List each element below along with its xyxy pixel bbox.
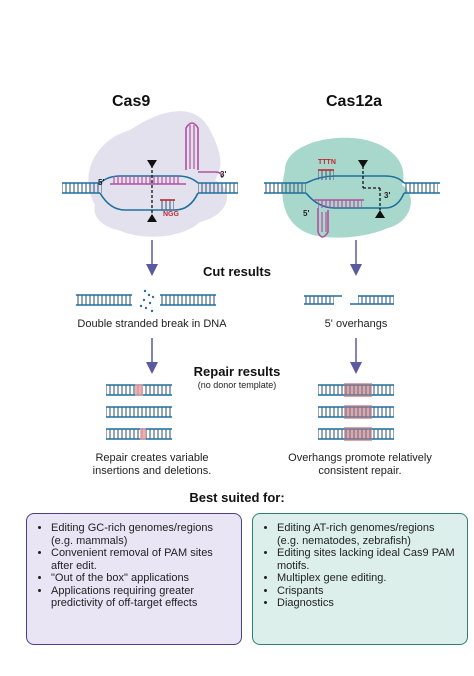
cas12a-repair-caption: Overhangs promote relatively consistent … [262, 452, 458, 478]
cas9-best-suited-list: Editing GC-rich genomes/regions (e.g. ma… [35, 522, 233, 610]
list-item: Editing sites lacking ideal Cas9 PAM mot… [277, 547, 459, 572]
repair-results-subheading: (no donor template) [197, 380, 277, 390]
list-item: Applications requiring greater predictiv… [51, 585, 233, 610]
cas12a-repair-caption-line-2: consistent repair. [318, 465, 402, 477]
cas12a-cut-caption: 5' overhangs [324, 318, 388, 330]
cas12a-three-prime-label: 3' [384, 191, 391, 200]
cas12a-best-suited-list: Editing AT-rich genomes/regions (e.g. ne… [261, 522, 459, 610]
cas9-repair-caption-line-1: Repair creates variable [95, 452, 209, 464]
cas12a-best-suited-box: Editing AT-rich genomes/regions (e.g. ne… [252, 513, 468, 645]
list-item: Multiplex gene editing. [277, 572, 459, 585]
list-item: Editing GC-rich genomes/regions (e.g. ma… [51, 522, 233, 547]
cas12a-repair-caption-line-1: Overhangs promote relatively [288, 452, 432, 464]
cas9-hairpin [187, 125, 197, 169]
cas12a-five-prime-label: 5' [303, 209, 310, 218]
cas9-complex [62, 111, 238, 237]
cas9-repair-caption: Repair creates variable insertions and d… [50, 452, 254, 478]
cas9-repair-caption-line-2: insertions and deletions. [92, 465, 212, 477]
list-item: Editing AT-rich genomes/regions (e.g. ne… [277, 522, 459, 547]
cas12a-repair-dna [318, 383, 394, 441]
cas9-five-prime-label: 5' [98, 178, 105, 187]
cas12a-title: Cas12a [326, 93, 383, 110]
cas9-three-prime-label: 3' [220, 170, 227, 179]
cas12a-pam-label: TTTN [318, 159, 336, 166]
list-item: Crispants [277, 585, 459, 598]
list-item: "Out of the box" applications [51, 572, 233, 585]
cas9-pam-label: NGG [163, 211, 179, 218]
cas9-cut-dna [76, 289, 216, 313]
cas9-cut-caption: Double stranded break in DNA [77, 318, 227, 330]
cas9-protein [88, 111, 227, 237]
cas12a-cut-dna [304, 295, 394, 305]
list-item: Diagnostics [277, 597, 459, 610]
best-suited-heading: Best suited for: [189, 490, 285, 505]
repair-results-heading: Repair results [193, 364, 281, 379]
cas12a-complex [264, 137, 440, 238]
cas9-best-suited-box: Editing GC-rich genomes/regions (e.g. ma… [26, 513, 242, 645]
cut-results-heading: Cut results [203, 264, 271, 279]
list-item: Convenient removal of PAM sites after ed… [51, 547, 233, 572]
cas9-repair-dna [106, 384, 172, 440]
cas9-title: Cas9 [112, 93, 151, 110]
